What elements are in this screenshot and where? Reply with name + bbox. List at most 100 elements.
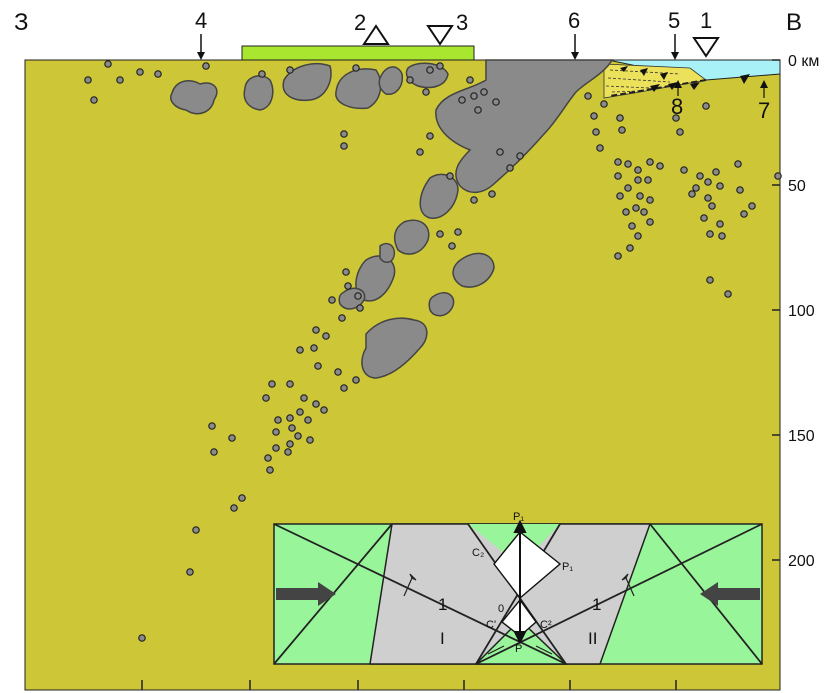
intrusion-body: [243, 75, 274, 111]
hypocenter-dot: [480, 88, 488, 96]
hypocenter-dot: [116, 76, 124, 84]
hypocenter-dot: [506, 164, 514, 172]
surface-markers: 4 2 3 6 5 1 8 7: [195, 8, 770, 123]
hypocenter-dot: [84, 76, 92, 84]
inset-label-c-left-bottom: C': [486, 619, 496, 631]
earthquake-hypocenters: [84, 60, 782, 642]
hypocenter-dot: [304, 416, 312, 424]
hypocenter-dot: [274, 416, 282, 424]
intrusion-body: [428, 292, 455, 317]
hypocenter-dot: [716, 220, 724, 228]
hypocenter-dot: [700, 214, 708, 222]
inset-block-left-roman: I: [440, 629, 445, 648]
hypocenter-dot: [228, 434, 236, 442]
compression-arrow-left: [276, 582, 336, 606]
hypocenter-dot: [310, 344, 318, 352]
hypocenter-dot: [644, 176, 652, 184]
hypocenter-dot: [676, 128, 684, 136]
hypocenter-dot: [340, 384, 348, 392]
hypocenter-dot: [636, 192, 644, 200]
direction-west-label: З: [14, 9, 29, 36]
intrusion-body: [435, 59, 614, 194]
hypocenter-dot: [272, 444, 280, 452]
compression-arrow-right: [700, 582, 760, 606]
hypocenter-dot: [672, 114, 680, 122]
intrusion-body: [361, 317, 428, 379]
hypocenter-dot: [458, 96, 466, 104]
hypocenter-dot: [774, 172, 782, 180]
hypocenter-dot: [736, 186, 744, 194]
hypocenter-dot: [416, 148, 424, 156]
hypocenter-dot: [616, 192, 624, 200]
hypocenter-dot: [496, 148, 504, 156]
hypocenter-dot: [328, 296, 336, 304]
inset-label-p-right: P₁: [562, 561, 573, 573]
hypocenter-dot: [624, 184, 632, 192]
hypocenter-dot: [356, 304, 364, 312]
marker-3-label: 3: [456, 10, 468, 35]
inset-block-left-number: 1: [438, 595, 447, 614]
hypocenter-dot: [516, 152, 524, 160]
hypocenter-dot: [136, 68, 144, 76]
marker-2-label: 2: [354, 10, 366, 35]
hypocenter-dot: [340, 142, 348, 150]
slab-line: [609, 79, 707, 97]
hypocenter-dot: [470, 196, 478, 204]
hypocenter-dot: [614, 158, 622, 166]
depth-tick-label: 150: [788, 428, 815, 445]
trench-triangle-icon: [692, 37, 720, 58]
inset-label-zero: 0: [498, 603, 504, 615]
intrusion-body: [335, 68, 382, 110]
hypocenter-dot: [724, 290, 732, 298]
hypocenter-dot: [320, 406, 328, 414]
hypocenter-dot: [354, 292, 362, 300]
hypocenter-dot: [286, 414, 294, 422]
direction-east-label: В: [786, 9, 802, 36]
hypocenter-dot: [646, 218, 654, 226]
hypocenter-dot: [584, 92, 592, 100]
marker-8-label: 8: [671, 94, 683, 119]
depth-tick-label: 0 км: [788, 53, 819, 70]
hypocenter-dot: [740, 210, 748, 218]
hypocenter-dot: [614, 172, 622, 180]
compression-arrows: [276, 582, 760, 606]
inset-block-right-number: 1: [592, 595, 601, 614]
hypocenter-dot: [334, 368, 342, 376]
hypocenter-dot: [716, 182, 724, 190]
depth-tick-label: 200: [788, 553, 815, 570]
surface-bar: [241, 45, 475, 61]
depth-tick-label: 50: [788, 178, 806, 195]
hypocenter-dot: [230, 504, 238, 512]
hypocenter-dot: [692, 184, 700, 192]
hypocenter-dot: [706, 276, 714, 284]
hypocenter-dot: [352, 376, 360, 384]
hypocenter-dot: [624, 160, 632, 168]
hypocenter-dot: [258, 70, 266, 78]
hypocenter-dot: [634, 232, 642, 240]
hypocenter-dot: [704, 194, 712, 202]
hypocenter-dot: [426, 66, 434, 74]
hypocenter-dot: [680, 166, 688, 174]
hypocenter-dot: [138, 634, 146, 642]
hypocenter-dot: [284, 448, 292, 456]
hypocenter-dot: [406, 76, 414, 84]
marker-7-label: 7: [758, 98, 770, 123]
hypocenter-dot: [300, 394, 308, 402]
hypocenter-dot: [646, 196, 654, 204]
hypocenter-dot: [426, 132, 434, 140]
hypocenter-dot: [262, 394, 270, 402]
hypocenter-dot: [344, 282, 352, 290]
hypocenter-dot: [470, 92, 478, 100]
hypocenter-dot: [474, 106, 482, 114]
marker-6-label: 6: [568, 8, 580, 33]
intrusion-body: [379, 242, 396, 263]
marker-5-arrow: [671, 52, 679, 60]
hypocenter-dot: [286, 380, 294, 388]
inset-grey-block: [369, 523, 652, 665]
hypocenter-dot: [492, 98, 500, 106]
hypocenter-dot: [90, 96, 98, 104]
hypocenter-dot: [646, 158, 654, 166]
hypocenter-dot: [626, 244, 634, 252]
